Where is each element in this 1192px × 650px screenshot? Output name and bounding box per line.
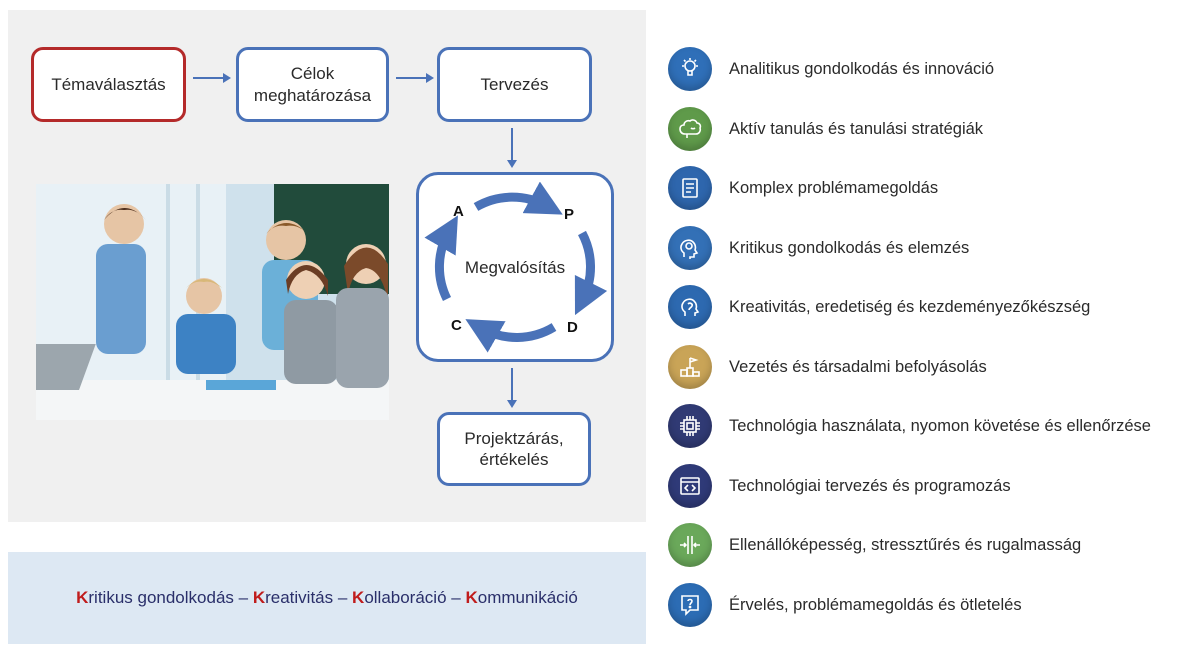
skill-item: Vezetés és társadalmi befolyásolás: [668, 344, 987, 390]
competencies-bar: Kritikus gondolkodás – Kreativitás – Kol…: [8, 552, 646, 644]
skill-label: Ellenállóképesség, stressztűrés és rugal…: [729, 535, 1082, 554]
arrow-cycle-to-closing: [508, 368, 516, 408]
competency-separator: –: [333, 588, 353, 607]
planning-box: Tervezés: [437, 47, 592, 122]
pdca-letter-p: P: [564, 206, 575, 223]
skill-label: Érvelés, problémamegoldás és ötletelés: [729, 595, 1022, 614]
skill-item: Aktív tanulás és tanulási stratégiák: [668, 106, 983, 152]
topic-selection-box: Témaválasztás: [31, 47, 186, 122]
implementation-label: Megvalósítás: [464, 258, 566, 277]
skill-item: Komplex problémamegoldás: [668, 165, 938, 211]
puzzle-document-icon: [668, 166, 712, 210]
skill-item: Érvelés, problémamegoldás és ötletelés: [668, 582, 1022, 628]
skill-label: Kritikus gondolkodás és elemzés: [729, 238, 970, 257]
skill-label: Komplex problémamegoldás: [729, 178, 939, 197]
skill-label: Kreativitás, eredetiség és kezdeményezők…: [729, 297, 1091, 316]
skill-label: Vezetés és társadalmi befolyásolás: [729, 357, 987, 376]
skill-label: Aktív tanulás és tanulási stratégiák: [729, 119, 984, 138]
skill-label: Technológia használata, nyomon követése …: [729, 416, 1151, 435]
skill-item: Ellenállóképesség, stressztűrés és rugal…: [668, 522, 1081, 568]
skill-label: Technológiai tervezés és programozás: [729, 476, 1011, 495]
competency-critical-thinking: Kritikus gondolkodás: [76, 588, 234, 607]
competency-separator: –: [233, 588, 253, 607]
competency-separator: –: [446, 588, 466, 607]
pdca-letter-c: C: [451, 317, 462, 334]
resilience-arrows-icon: [668, 523, 712, 567]
topic-selection-label: Témaválasztás: [51, 74, 166, 94]
arrow-planning-to-cycle: [508, 128, 516, 168]
skill-item: Analitikus gondolkodás és innováció: [668, 46, 994, 92]
pdca-letter-d: D: [567, 319, 578, 336]
skill-item: Technológia használata, nyomon követése …: [668, 403, 1151, 449]
goals-label: Célok meghatározása: [253, 64, 372, 105]
skill-item: Technológiai tervezés és programozás: [668, 463, 1011, 509]
project-closing-box: Projektzárás, értékelés: [437, 412, 591, 486]
competency-communication: Kommunikáció: [465, 588, 578, 607]
skill-item: Kreativitás, eredetiség és kezdeményezők…: [668, 284, 1090, 330]
pdca-cycle-arrows-icon: [424, 181, 608, 353]
project-closing-label: Projektzárás, értékelés: [464, 428, 564, 469]
planning-label: Tervezés: [480, 74, 549, 94]
skill-label: Analitikus gondolkodás és innováció: [729, 59, 995, 78]
question-bubble-icon: [668, 583, 712, 627]
arrow-goals-to-planning: [396, 74, 434, 82]
code-window-icon: [668, 464, 712, 508]
implementation-cycle-box: A P D C Megvalósítás: [416, 172, 614, 362]
goals-box: Célok meghatározása: [236, 47, 389, 122]
brain-icon: [668, 107, 712, 151]
competency-creativity: Kreativitás: [252, 588, 334, 607]
arrow-topic-to-goals: [193, 74, 231, 82]
gear-head-icon: [668, 226, 712, 270]
classroom-photo: [36, 184, 389, 420]
competency-collaboration: Kollaboráció: [352, 588, 447, 607]
chip-icon: [668, 404, 712, 448]
pdca-letter-a: A: [453, 203, 464, 220]
flag-podium-icon: [668, 345, 712, 389]
lightbulb-head-icon: [668, 47, 712, 91]
creative-head-icon: [668, 285, 712, 329]
skill-item: Kritikus gondolkodás és elemzés: [668, 225, 969, 271]
